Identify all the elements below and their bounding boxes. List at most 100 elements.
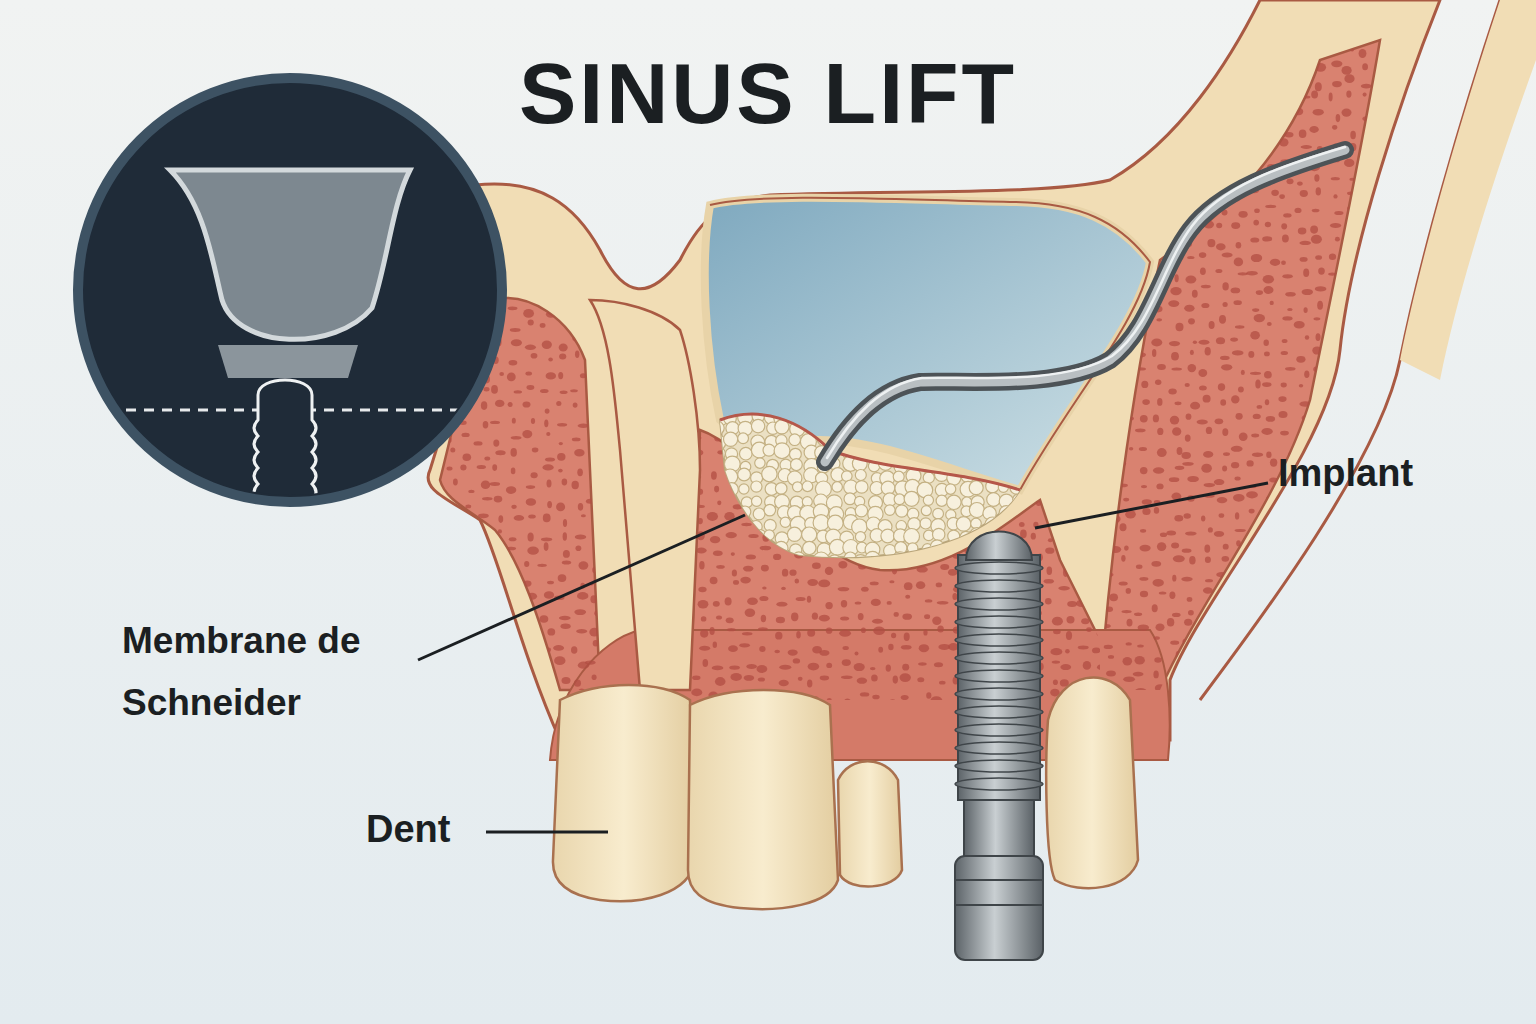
bone-pore: [500, 549, 504, 556]
bone-pore: [1173, 95, 1179, 103]
bone-pore: [1039, 490, 1044, 494]
bone-pore: [1126, 588, 1131, 594]
bone-pore: [1363, 428, 1368, 436]
bone-pore: [1287, 308, 1292, 311]
bone-pore: [1359, 49, 1367, 58]
bone-pore: [1299, 401, 1311, 407]
bone-pore: [491, 680, 501, 686]
bone-pore: [1318, 267, 1325, 274]
graft-granule: [1023, 483, 1036, 496]
bone-pore: [1330, 223, 1341, 228]
graft-granule: [893, 552, 908, 567]
bone-pore: [747, 597, 758, 605]
bone-pore: [527, 623, 535, 631]
graft-granule: [932, 421, 944, 433]
bone-pore: [544, 419, 548, 427]
graft-granule: [871, 424, 881, 434]
bone-pore: [1344, 587, 1353, 594]
bone-pore: [437, 678, 441, 686]
bone-pore: [1264, 286, 1274, 294]
bone-pore: [1329, 542, 1333, 546]
bone-pore: [1214, 531, 1224, 537]
graft-granule: [722, 469, 737, 484]
bone-pore: [1222, 588, 1228, 594]
bone-pore: [1362, 499, 1371, 506]
bone-pore: [1342, 108, 1352, 116]
bone-pore: [1229, 82, 1240, 89]
bone-pore: [572, 481, 579, 489]
graft-granule: [854, 443, 870, 459]
graft-granule: [1010, 518, 1023, 531]
bone-pore: [758, 677, 765, 681]
bone-pore: [1177, 34, 1182, 39]
bone-pore: [841, 676, 853, 680]
bone-pore: [1253, 100, 1263, 105]
bone-pore: [510, 647, 520, 656]
bone-pore: [1281, 48, 1292, 51]
bone-pore: [1087, 499, 1094, 505]
bone-pore: [1231, 222, 1240, 229]
bone-pore: [1252, 452, 1263, 457]
bone-pore: [546, 677, 552, 680]
bone-pore: [540, 615, 549, 623]
bone-pore: [1360, 242, 1370, 246]
bone-pore: [1265, 222, 1271, 228]
bone-pore: [610, 563, 622, 569]
bone-pore: [1118, 173, 1129, 181]
bone-pore: [1234, 258, 1243, 267]
bone-pore: [1310, 226, 1318, 234]
bone-pore: [431, 593, 435, 600]
graft-granule: [1013, 448, 1027, 462]
bone-pore: [1256, 290, 1263, 295]
bone-pore: [525, 646, 531, 650]
bone-pore: [902, 705, 906, 712]
bone-pore: [1053, 629, 1061, 634]
bone-pore: [562, 560, 571, 564]
graft-granule: [885, 505, 896, 516]
bone-pore: [1329, 93, 1333, 102]
bone-pore: [1381, 401, 1391, 406]
graft-granule: [997, 421, 1013, 437]
graft-granule: [1010, 401, 1021, 412]
bone-pore: [1156, 318, 1162, 321]
bone-pore: [728, 645, 738, 652]
bone-pore: [858, 613, 864, 620]
bone-pore: [450, 691, 461, 696]
graft-granule: [793, 552, 805, 564]
bone-pore: [1330, 400, 1337, 403]
implant-thread: [955, 616, 1043, 628]
bone-pore: [1183, 639, 1191, 644]
bone-pore: [1083, 539, 1088, 545]
bone-pore: [1328, 273, 1336, 276]
bone-pore: [1086, 627, 1092, 632]
bone-pore: [546, 647, 551, 652]
bone-pore: [1347, 237, 1352, 241]
bone-pore: [691, 689, 702, 697]
bone-pore: [586, 499, 595, 504]
bone-pore: [1107, 429, 1117, 435]
bone-pore: [1298, 556, 1309, 565]
bone-pore: [589, 358, 600, 362]
bone-pore: [1301, 595, 1306, 599]
bone-pore: [497, 662, 502, 667]
graft-granule: [738, 433, 749, 444]
bone-pore: [480, 673, 488, 678]
graft-granule: [1013, 494, 1025, 506]
bone-pore: [1209, 321, 1215, 329]
bone-pore: [531, 353, 538, 359]
graft-granule: [891, 419, 906, 434]
graft-granule: [930, 540, 943, 553]
bone-pore: [1345, 254, 1355, 259]
bone-pore: [1250, 237, 1259, 242]
graft-granule: [724, 432, 738, 446]
bone-pore: [1138, 129, 1148, 136]
bone-pore: [1110, 65, 1120, 68]
bone-pore: [1304, 37, 1309, 42]
bone-pore: [1081, 486, 1086, 489]
bone-pore: [1374, 636, 1382, 642]
bone-pore: [1220, 124, 1231, 130]
bone-pore: [782, 569, 788, 577]
bone-pore: [1360, 417, 1365, 422]
bone-pore: [506, 286, 518, 295]
bone-pore: [1159, 591, 1167, 594]
